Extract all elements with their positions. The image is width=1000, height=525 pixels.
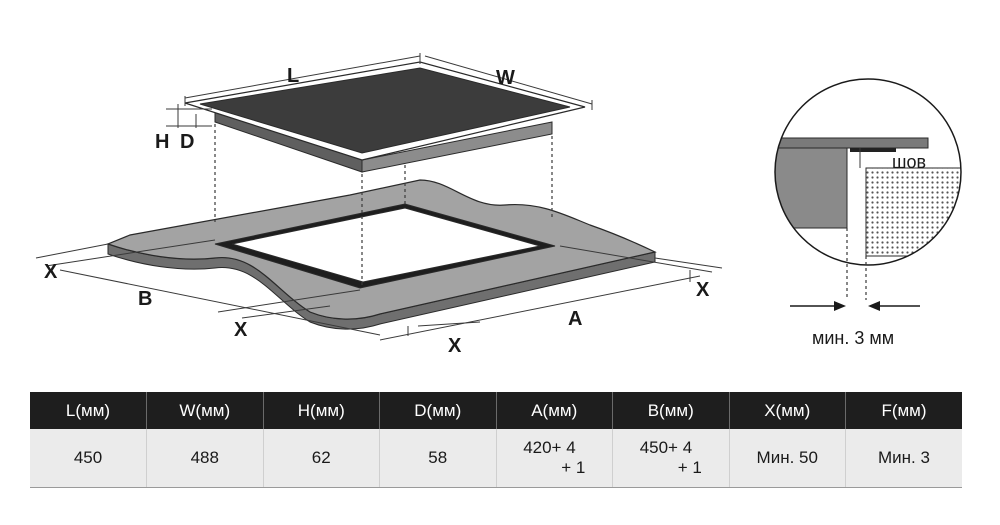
detail-circle: [774, 78, 962, 300]
table-row: 450 488 62 58 420+ 4 + 1 450+ 4 + 1 Мин.…: [30, 429, 962, 488]
label-X-left: X: [44, 261, 58, 283]
tolerance-A-line1: 420+ 4: [523, 438, 576, 457]
label-L: L: [287, 65, 299, 87]
header-D: D(мм): [379, 392, 496, 429]
header-B: B(мм): [612, 392, 729, 429]
countertop: [106, 179, 657, 330]
label-X-right: X: [696, 279, 710, 301]
header-W: W(мм): [146, 392, 263, 429]
spec-table: L(мм) W(мм) H(мм) D(мм) A(мм) B(мм) X(мм…: [30, 392, 962, 488]
gap-arrows: [790, 301, 920, 311]
value-A: 420+ 4 + 1: [495, 429, 613, 488]
label-H: H: [155, 131, 169, 153]
header-L: L(мм): [30, 392, 147, 429]
header-H: H(мм): [262, 392, 380, 429]
seam-label: шов: [892, 152, 926, 172]
label-X-bottom-left: X: [234, 319, 248, 341]
table-header-row: L(мм) W(мм) H(мм) D(мм) A(мм) B(мм) X(мм…: [30, 392, 962, 429]
dimension-lines: [35, 53, 723, 341]
value-B: 450+ 4 + 1: [612, 429, 729, 488]
cooktop: [184, 61, 586, 173]
value-H: 62: [262, 429, 380, 488]
value-W: 488: [146, 429, 263, 488]
header-X: X(мм): [728, 392, 846, 429]
tolerance-A: 420+ 4 + 1: [523, 438, 585, 478]
projection-lines: [214, 124, 553, 285]
value-X: Мин. 50: [728, 429, 846, 488]
tolerance-B-line2: + 1: [677, 458, 702, 477]
header-F: F(мм): [845, 392, 962, 429]
gap-label: мин. 3 мм: [812, 328, 894, 348]
label-D: D: [180, 131, 194, 153]
tolerance-B-line1: 450+ 4: [639, 438, 693, 457]
value-D: 58: [379, 429, 496, 488]
installation-diagram: L W H D X B X X A X шов мин. 3 мм: [35, 53, 962, 357]
label-A: A: [568, 308, 582, 330]
tolerance-A-line2: + 1: [561, 458, 586, 477]
value-L: 450: [30, 429, 147, 488]
label-X-bottom: X: [448, 335, 462, 357]
header-A: A(мм): [495, 392, 613, 429]
label-B: B: [138, 288, 152, 310]
label-W: W: [496, 67, 515, 89]
tolerance-B: 450+ 4 + 1: [640, 438, 702, 478]
value-F: Мин. 3: [845, 429, 962, 488]
